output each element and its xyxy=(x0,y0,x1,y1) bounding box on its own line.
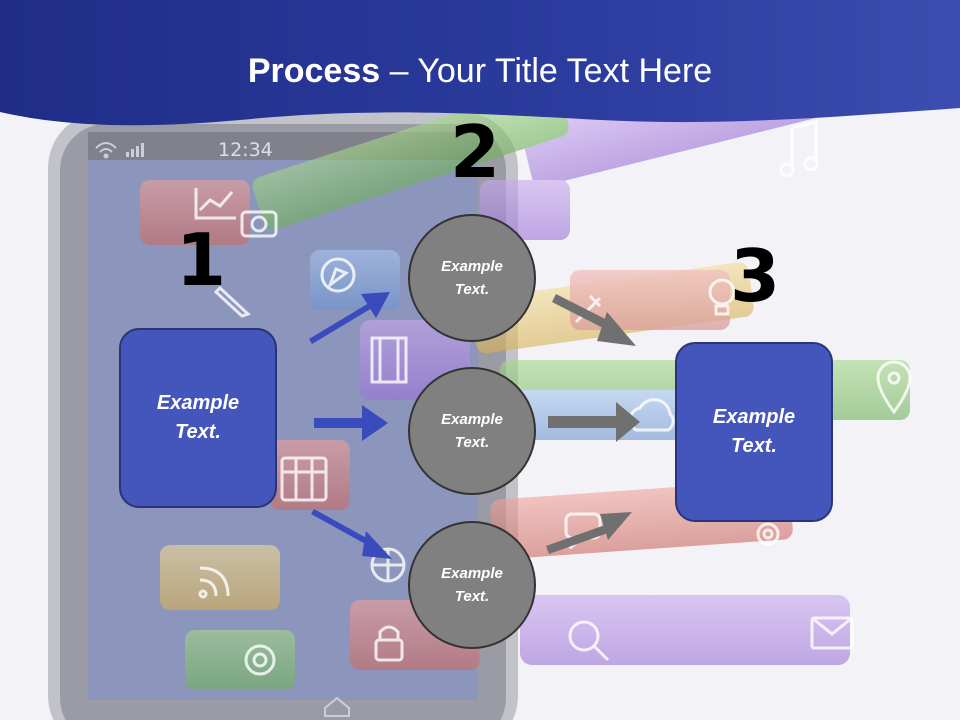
step2-text-top: Example Text. xyxy=(441,258,503,298)
step1-box: Example Text. xyxy=(119,328,277,508)
search-icon xyxy=(568,620,610,662)
step-number-3: 3 xyxy=(730,234,781,318)
film-icon xyxy=(370,336,408,384)
camera-icon xyxy=(240,210,278,238)
wifi-icon xyxy=(95,142,117,159)
music-icon xyxy=(779,120,819,178)
slide-title: Process – Your Title Text Here xyxy=(0,52,960,91)
pencil-icon xyxy=(213,285,251,318)
phone-clock: 12:34 xyxy=(218,139,273,161)
compass-icon xyxy=(320,257,356,293)
title-bold: Process xyxy=(247,52,381,90)
step2-text-bottom: Example Text. xyxy=(441,565,503,605)
step2-circle-bottom: Example Text. xyxy=(408,521,536,649)
step3-box: Example Text. xyxy=(675,342,833,522)
title-rest: – Your Title Text Here xyxy=(380,52,713,90)
signal-icon xyxy=(126,143,144,157)
step2-circle-middle: Example Text. xyxy=(408,367,536,495)
globe-icon xyxy=(370,547,406,583)
rss-icon xyxy=(198,566,230,599)
step3-text: Example Text. xyxy=(712,406,796,457)
step-number-1: 1 xyxy=(176,218,227,302)
header-band xyxy=(0,0,960,126)
lightbulb-icon xyxy=(708,278,736,316)
gear-icon xyxy=(756,522,780,546)
home-icon xyxy=(324,696,350,717)
location-pin-icon xyxy=(876,360,912,415)
step1-text: Example Text. xyxy=(156,392,240,443)
step-number-2: 2 xyxy=(450,110,501,194)
step2-circle-top: Example Text. xyxy=(408,214,536,342)
mail-icon xyxy=(810,616,854,650)
lock-icon xyxy=(374,625,404,662)
step2-text-middle: Example Text. xyxy=(441,411,503,451)
calendar-icon xyxy=(280,456,328,502)
chart-icon xyxy=(194,188,236,220)
at-icon xyxy=(244,644,276,676)
